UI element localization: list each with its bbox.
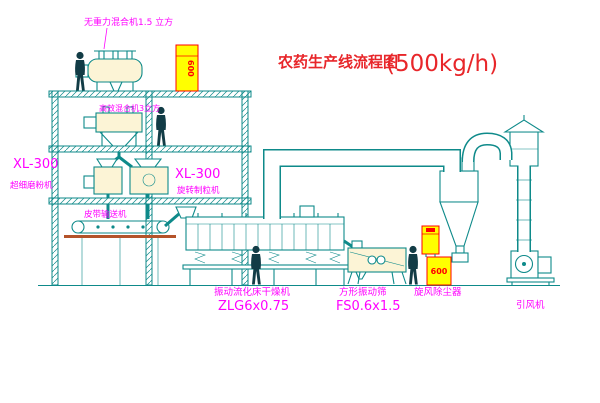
label-mill-model: XL-300 bbox=[13, 157, 58, 172]
rotary-granulator-machine bbox=[129, 158, 169, 219]
label-screen-name: 方形振动筛 bbox=[339, 286, 387, 298]
diagram-title: 农药生产线流程图 (500kg/h) bbox=[277, 51, 498, 77]
label-fan-name: 引风机 bbox=[516, 299, 545, 311]
label-mill-name: 超细磨粉机 bbox=[10, 180, 53, 191]
label-belt-conveyor: 皮带输送机 bbox=[84, 209, 127, 220]
high-efficiency-mixer-machine bbox=[83, 106, 143, 169]
dryer-vent-stub bbox=[299, 205, 315, 218]
person-figure-3 bbox=[251, 245, 261, 285]
control-panel-1-label: 600 bbox=[186, 60, 195, 77]
cyclone-separator-machine bbox=[439, 157, 479, 263]
vibrating-screen-machine bbox=[343, 239, 407, 285]
label-screen-model: FS0.6x1.5 bbox=[336, 299, 401, 314]
control-panel-3: 600 bbox=[426, 256, 452, 286]
control-panel-1: 600 bbox=[175, 44, 199, 92]
label-dryer-model: ZLG6x0.75 bbox=[218, 299, 289, 314]
cyclone-exhaust-pipe bbox=[461, 132, 513, 163]
fluid-bed-dryer-machine bbox=[185, 213, 345, 251]
label-leader-line bbox=[103, 27, 108, 50]
vent-stack bbox=[503, 115, 545, 168]
labels: 无重力混合机1.5 立方 高效混合机3立方 XL-300 超细磨粉机 XL-30… bbox=[10, 16, 545, 314]
label-granulator-model: XL-300 bbox=[175, 167, 220, 182]
control-panel-2 bbox=[421, 225, 440, 257]
gravity-mixer-machine bbox=[75, 50, 143, 92]
label-cyclone-name: 旋风除尘器 bbox=[414, 286, 462, 298]
draft-fan-machine bbox=[506, 250, 555, 285]
ultrafine-mill-machine bbox=[83, 158, 123, 219]
control-panel-3-label: 600 bbox=[431, 267, 448, 276]
person-figure-1 bbox=[75, 51, 85, 91]
label-granulator-name: 旋转制粒机 bbox=[177, 185, 220, 196]
belt-conveyor-machine bbox=[64, 220, 176, 285]
label-gravity-mixer: 无重力混合机1.5 立方 bbox=[84, 16, 173, 28]
dryer-springs-and-base bbox=[182, 251, 350, 285]
label-high-eff-mixer: 高效混合机3立方 bbox=[99, 103, 160, 113]
title-text: 农药生产线流程图 bbox=[277, 53, 398, 71]
dryer-feed-chute bbox=[164, 206, 197, 228]
dryer-exhaust-duct bbox=[263, 149, 461, 219]
downcomer-duct bbox=[516, 164, 532, 252]
title-capacity: (500kg/h) bbox=[386, 51, 498, 77]
conveyor-base-line bbox=[64, 235, 176, 238]
person-figure-4 bbox=[408, 245, 418, 285]
label-dryer-name: 振动流化床干燥机 bbox=[214, 286, 291, 298]
